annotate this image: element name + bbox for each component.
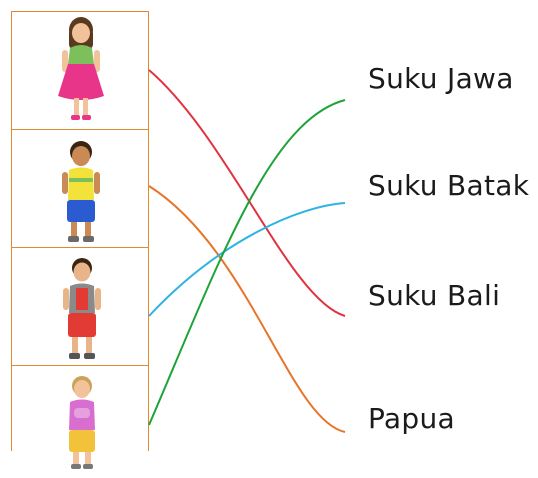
line-picture4-to-suku-jawa xyxy=(148,99,346,426)
child-illustration-1 xyxy=(58,17,104,120)
line-picture1-to-suku-bali xyxy=(148,69,346,317)
picture-column-frame xyxy=(11,11,149,451)
picture-cell-2 xyxy=(11,129,149,247)
picture-cell-3 xyxy=(11,247,149,365)
line-picture3-to-suku-batak xyxy=(148,202,346,317)
child-illustration-2 xyxy=(62,141,100,242)
child-illustration-3 xyxy=(63,258,101,359)
line-picture2-to-papua xyxy=(148,185,346,433)
label-suku-jawa: Suku Jawa xyxy=(368,62,514,95)
child-illustration-4 xyxy=(69,376,95,469)
label-suku-batak: Suku Batak xyxy=(368,169,530,202)
label-suku-bali: Suku Bali xyxy=(368,279,501,312)
label-papua: Papua xyxy=(368,402,455,435)
picture-cell-1 xyxy=(11,11,149,129)
picture-cell-4 xyxy=(11,365,149,451)
